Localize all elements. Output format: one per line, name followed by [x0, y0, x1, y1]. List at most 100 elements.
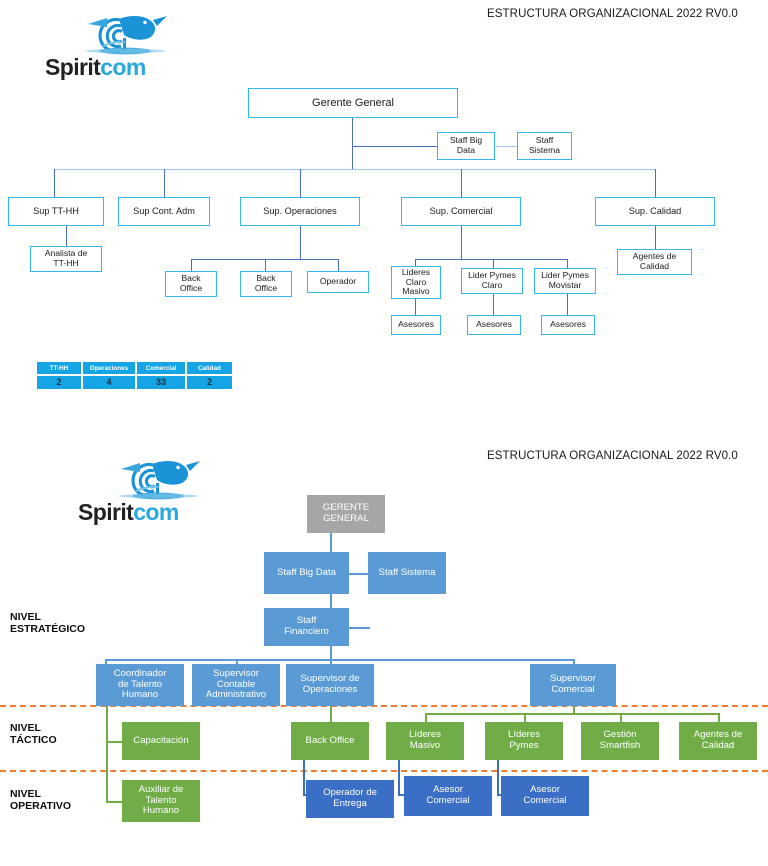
- connector: [106, 801, 122, 803]
- node-sup-tt-hh[interactable]: Sup TT-HH: [8, 197, 104, 226]
- connector: [497, 760, 499, 795]
- node-staff-big-data-2[interactable]: Staff Big Data: [264, 552, 349, 594]
- chart1-title: ESTRUCTURA ORGANIZACIONAL 2022 RV0.0: [487, 8, 738, 20]
- connector: [524, 713, 526, 723]
- connector: [330, 533, 332, 668]
- connector: [352, 118, 354, 169]
- logo-wordmark: Spiritcom: [45, 54, 146, 81]
- chart2-title: ESTRUCTURA ORGANIZACIONAL 2022 RV0.0: [487, 450, 738, 462]
- connector: [493, 294, 495, 315]
- node-gerente-general-2[interactable]: GERENTE GENERAL: [307, 495, 385, 533]
- node-back-office-1[interactable]: Back Office: [165, 271, 217, 297]
- node-operador-entrega[interactable]: Operador de Entrega: [306, 780, 394, 818]
- spiritcom-logo: Spiritcom: [45, 10, 185, 82]
- logo-word-com-2: com: [133, 499, 179, 525]
- table-header-cell: Comercial: [136, 361, 186, 375]
- node-asesor-comercial-2[interactable]: Asesor Comercial: [501, 776, 589, 816]
- connector: [655, 169, 657, 197]
- table-value-cell: 2: [36, 374, 82, 390]
- node-capacitacion[interactable]: Capacitación: [122, 722, 200, 760]
- table-value-cell: 33: [136, 374, 186, 390]
- node-staff-big-data[interactable]: Staff Big Data: [437, 132, 495, 160]
- connector: [300, 169, 302, 197]
- connector: [461, 226, 463, 260]
- logo-wordmark-2: Spiritcom: [78, 499, 179, 526]
- node-auxiliar-talento-humano[interactable]: Auxiliar de Talento Humano: [122, 780, 200, 822]
- node-lideres-pymes[interactable]: Líderes Pymes: [485, 722, 563, 760]
- connector: [191, 259, 193, 271]
- node-sup-comercial[interactable]: Sup. Comercial: [401, 197, 521, 226]
- node-lideres-claro-masivo[interactable]: Lideres Claro Masivo: [391, 266, 441, 299]
- connector-bus: [425, 713, 718, 715]
- spiritcom-bird-icon: [85, 15, 167, 55]
- node-analista-tt-hh[interactable]: Analista de TT-HH: [30, 246, 102, 272]
- node-lider-pymes-claro[interactable]: Lider Pymes Claro: [461, 268, 523, 294]
- connector: [303, 760, 305, 795]
- connector: [348, 573, 370, 575]
- node-back-office-2b[interactable]: Back Office: [291, 722, 369, 760]
- divider-estrategico-tactico: [0, 705, 768, 707]
- connector: [567, 259, 569, 270]
- connector: [66, 226, 68, 246]
- node-sup-operaciones[interactable]: Sup. Operaciones: [240, 197, 360, 226]
- node-asesor-comercial-1[interactable]: Asesor Comercial: [404, 776, 492, 816]
- node-supervisor-comercial[interactable]: Supervisor Comercial: [530, 664, 616, 706]
- connector-bus: [54, 169, 656, 171]
- table-value-cell: 4: [82, 374, 136, 390]
- connector: [573, 700, 575, 713]
- node-staff-financiero[interactable]: Staff Financiero: [264, 608, 349, 646]
- node-asesores-3[interactable]: Asesores: [541, 315, 595, 335]
- node-coordinador-talento-humano[interactable]: Coordinador de Talento Humano: [96, 664, 184, 706]
- logo-word-spirit-2: Spirit: [78, 499, 134, 525]
- node-operador[interactable]: Operador: [307, 271, 369, 293]
- node-supervisor-operaciones[interactable]: Supervisor de Operaciones: [286, 664, 374, 706]
- logo-word-com: com: [100, 54, 146, 80]
- connector: [348, 627, 370, 629]
- table-column: Calidad 2: [186, 361, 233, 390]
- table-column: Operaciones 4: [82, 361, 136, 390]
- node-gestion-smartfish[interactable]: Gestión Smartfish: [581, 722, 659, 760]
- connector: [106, 741, 122, 743]
- table-header-cell: TT-HH: [36, 361, 82, 375]
- connector: [415, 299, 417, 315]
- node-sup-calidad[interactable]: Sup. Calidad: [595, 197, 715, 226]
- spiritcom-bird-icon-2: [118, 460, 200, 500]
- node-lideres-masivo[interactable]: Líderes Masivo: [386, 722, 464, 760]
- headcount-table: TT-HH 2 Operaciones 4 Comercial 33 Calid…: [36, 361, 233, 390]
- node-staff-sistema[interactable]: Staff Sistema: [517, 132, 572, 160]
- table-header-cell: Calidad: [186, 361, 233, 375]
- connector: [718, 713, 720, 723]
- connector-bus: [105, 659, 575, 661]
- node-asesores-1[interactable]: Asesores: [391, 315, 441, 335]
- node-staff-sistema-2[interactable]: Staff Sistema: [368, 552, 446, 594]
- connector: [494, 146, 518, 148]
- connector: [655, 226, 657, 249]
- node-back-office-2[interactable]: Back Office: [240, 271, 292, 297]
- table-header-cell: Operaciones: [82, 361, 136, 375]
- node-asesores-2[interactable]: Asesores: [467, 315, 521, 335]
- connector: [398, 760, 400, 795]
- table-column: Comercial 33: [136, 361, 186, 390]
- connector: [493, 259, 495, 268]
- connector: [352, 146, 438, 148]
- node-gerente-general[interactable]: Gerente General: [248, 88, 458, 118]
- spiritcom-logo-2: Spiritcom: [78, 455, 218, 527]
- level-label-operativo: NIVEL OPERATIVO: [10, 788, 72, 813]
- connector: [300, 226, 302, 260]
- connector: [164, 169, 166, 197]
- node-agentes-calidad-2[interactable]: Agentes de Calidad: [679, 722, 757, 760]
- logo-word-spirit: Spirit: [45, 54, 101, 80]
- connector: [425, 713, 427, 723]
- divider-tactico-operativo: [0, 770, 768, 772]
- connector: [461, 169, 463, 197]
- connector: [265, 259, 267, 271]
- connector: [338, 259, 340, 271]
- connector: [330, 700, 332, 722]
- node-sup-cont-adm[interactable]: Sup Cont. Adm: [118, 197, 210, 226]
- node-supervisor-contable-administrativo[interactable]: Supervisor Contable Administrativo: [192, 664, 280, 706]
- level-label-tactico: NIVEL TÁCTICO: [10, 722, 57, 747]
- connector: [620, 713, 622, 723]
- node-agentes-calidad[interactable]: Agentes de Calidad: [617, 249, 692, 275]
- node-lider-pymes-movistar[interactable]: Lider Pymes Movistar: [534, 268, 596, 294]
